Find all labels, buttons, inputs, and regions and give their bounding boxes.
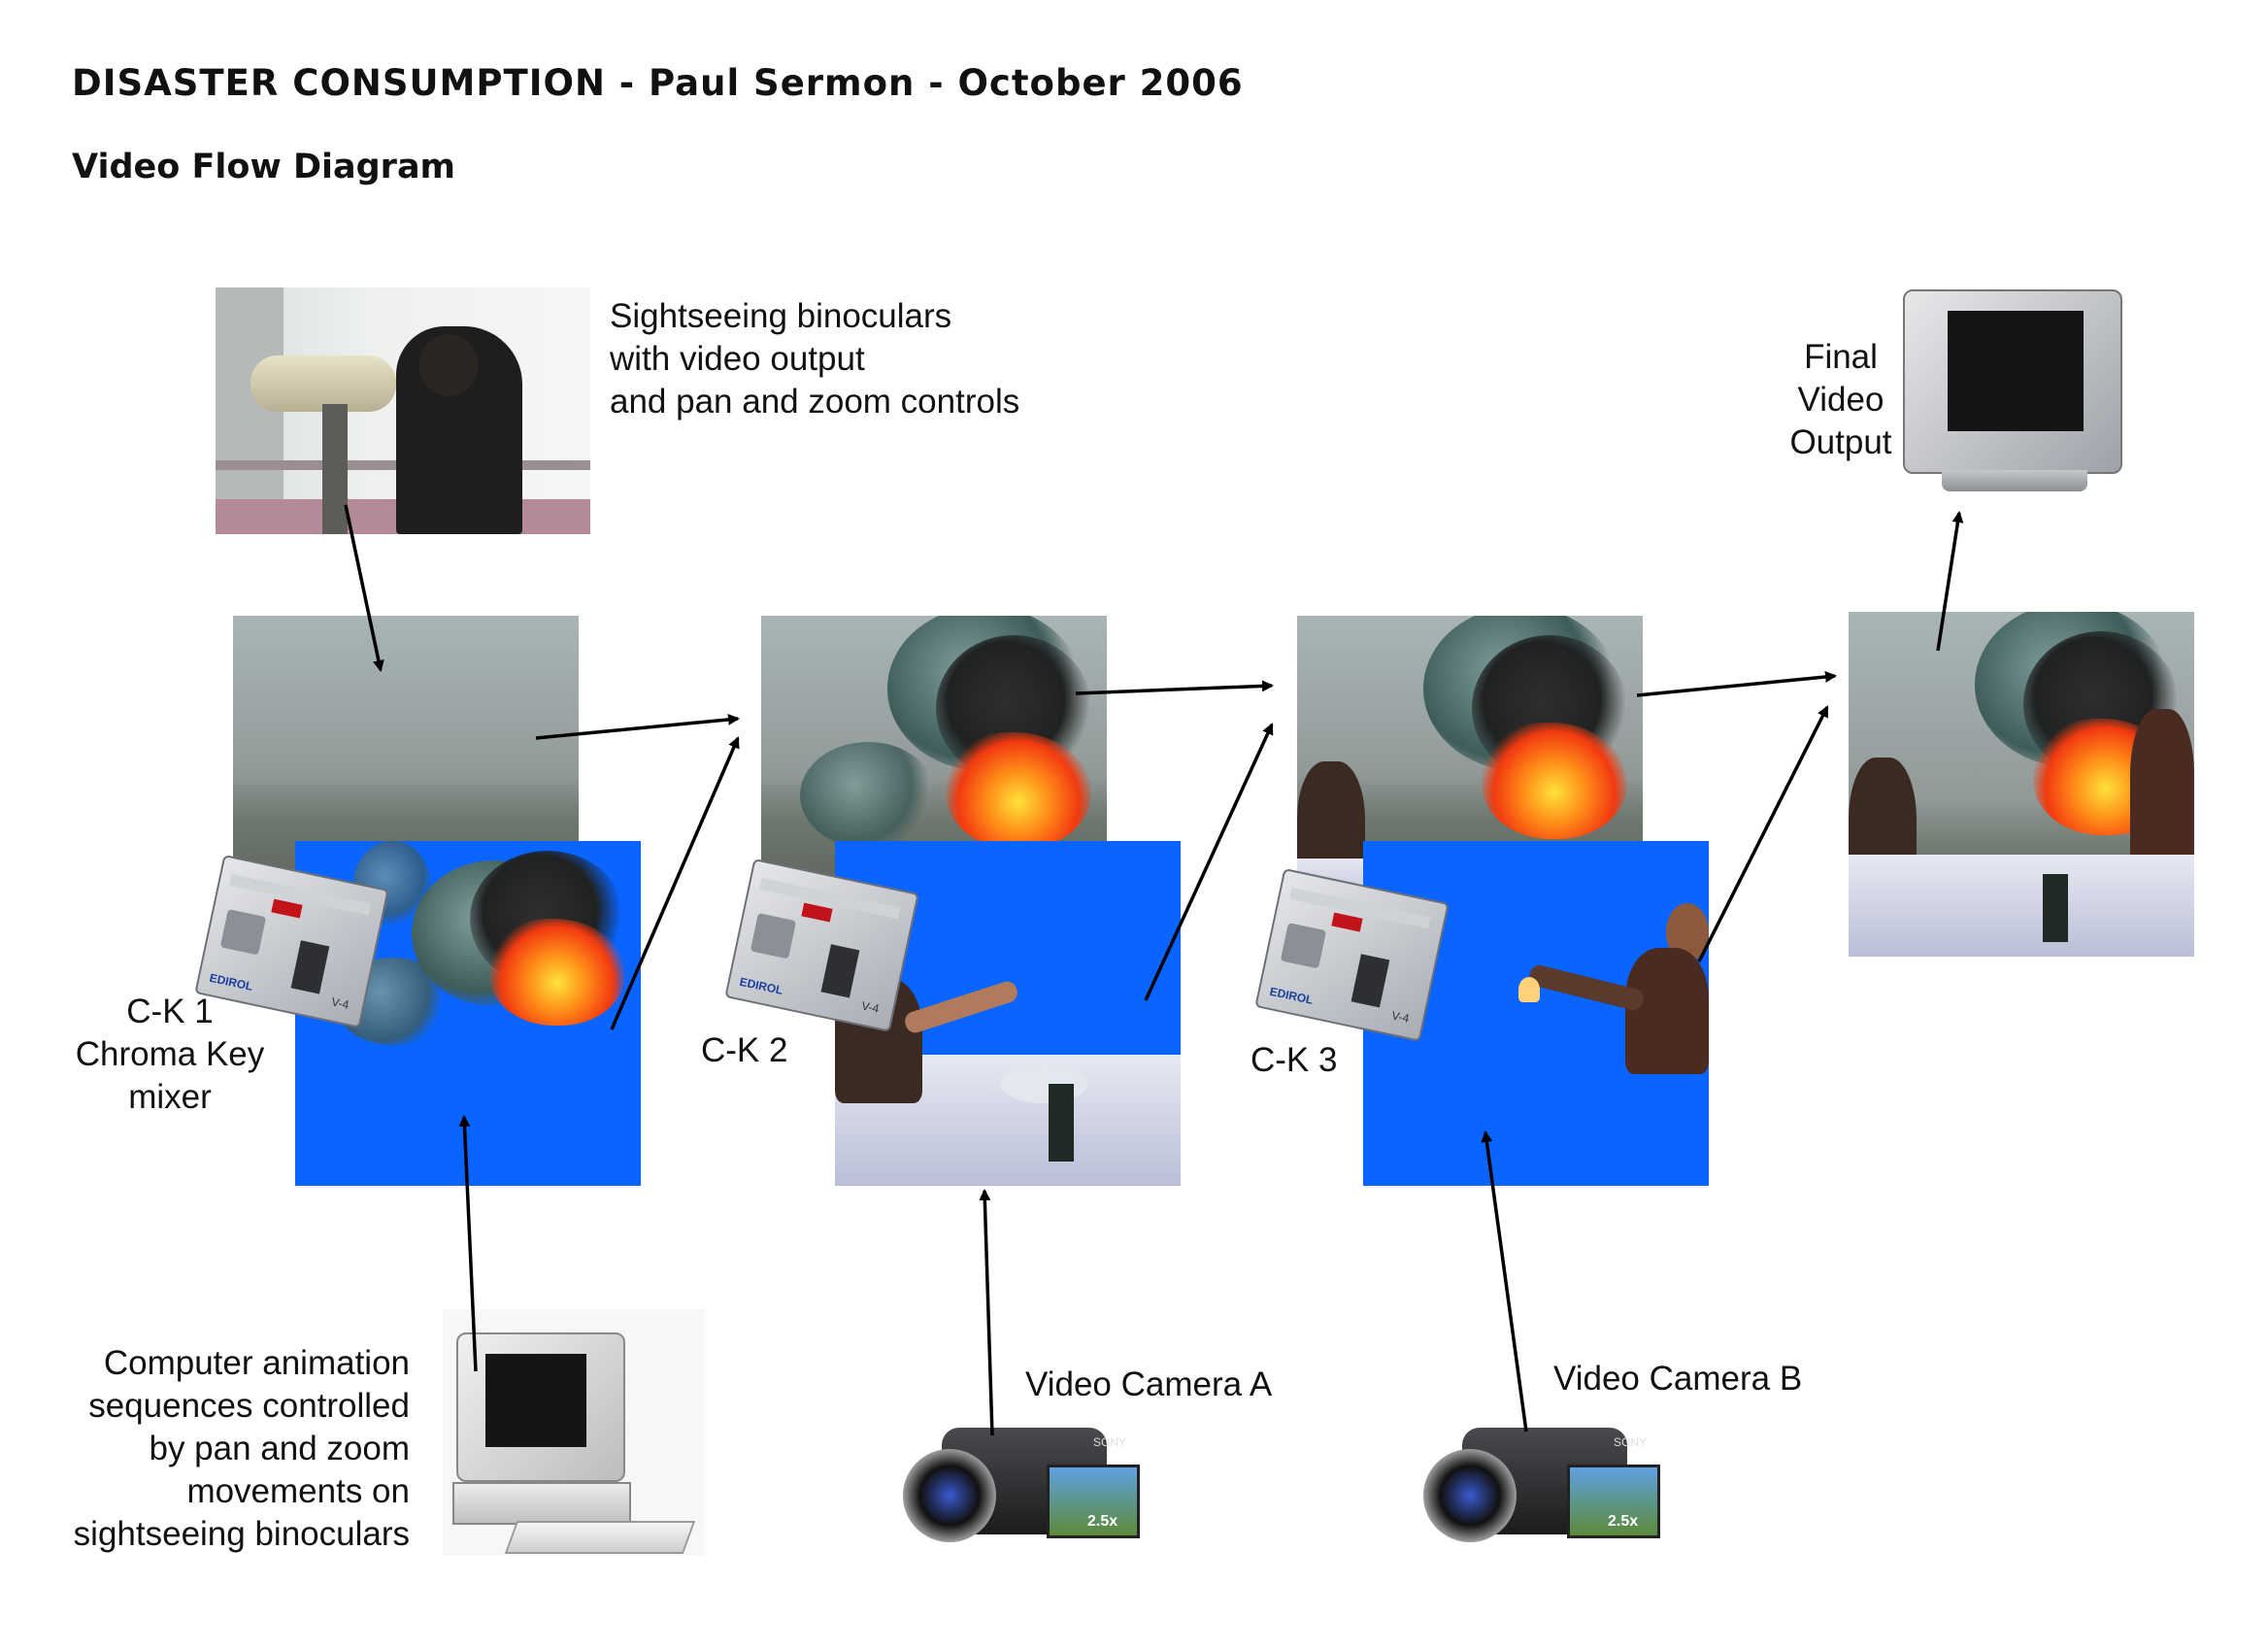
camera-a-label: Video Camera A [1025, 1365, 1273, 1403]
camera-b-label: Video Camera B [1553, 1360, 1803, 1398]
diagram-title: DISASTER CONSUMPTION - Paul Sermon - Oct… [72, 62, 1244, 104]
arrow-camera-b-to-man [1481, 1130, 1528, 1432]
arrow-final-to-tv [1936, 511, 1964, 652]
diagram-subtitle: Video Flow Diagram [72, 148, 456, 186]
final-output-label: Final Video Output [1789, 338, 1892, 461]
computer-label: Computer animation sequences controlled … [73, 1344, 410, 1553]
binoculars-photo [216, 287, 590, 534]
computer-image [443, 1309, 705, 1556]
arrow-dinner-to-ck3 [1144, 723, 1274, 1001]
binoculars-label: Sightseeing binoculars with video output… [610, 297, 1020, 421]
video-camera-a-image: SONY 2.5x [903, 1408, 1142, 1554]
arrow-binoculars-to-city [344, 504, 384, 672]
arrow-computer-to-animation [458, 1115, 478, 1372]
arrow-man-to-final [1697, 705, 1829, 962]
arrow-animation-to-ck2 [610, 736, 740, 1030]
arrow-ck2-to-ck3 [1075, 680, 1274, 695]
ck2-label: C-K 2 [701, 1031, 788, 1069]
arrow-camera-a-to-dinner [979, 1189, 994, 1436]
arrow-city-to-ck2 [535, 713, 740, 740]
final-composite-frame [1849, 612, 2194, 957]
ck3-label: C-K 3 [1251, 1041, 1338, 1079]
arrow-ck3-to-final [1636, 671, 1837, 697]
ck1-label: C-K 1 Chroma Key mixer [75, 993, 265, 1116]
video-camera-b-image: SONY 2.5x [1423, 1408, 1662, 1554]
tv-monitor-image [1903, 289, 2122, 497]
